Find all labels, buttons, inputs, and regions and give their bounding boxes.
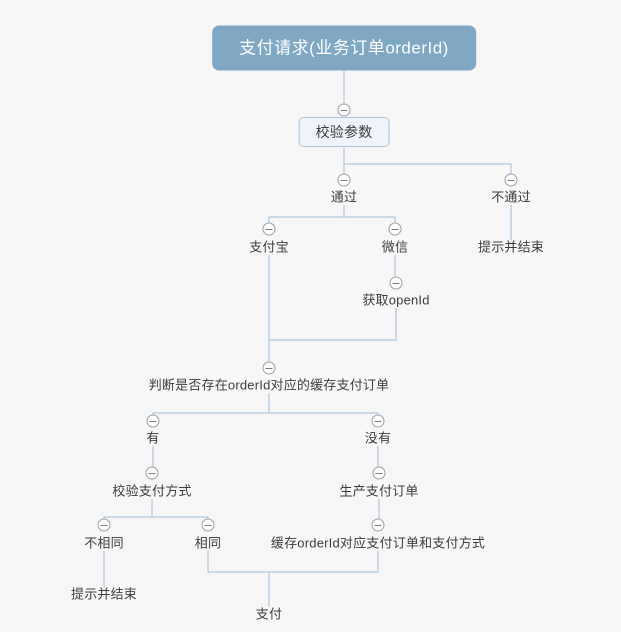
toggle-verify-pay-method-icon[interactable] xyxy=(145,466,159,480)
toggle-create-pay-order-icon[interactable] xyxy=(372,466,386,480)
toggle-same-icon[interactable] xyxy=(201,518,215,532)
node-not-same-end[interactable]: 提示并结束 xyxy=(70,586,138,602)
node-wechat[interactable]: 微信 xyxy=(381,239,409,255)
toggle-has-icon[interactable] xyxy=(146,414,160,428)
link-verify-to-same xyxy=(152,516,209,519)
node-pay[interactable]: 支付 xyxy=(255,606,283,622)
link-pass-to-channels xyxy=(268,205,345,223)
node-fail-end[interactable]: 提示并结束 xyxy=(477,239,545,255)
node-judge-cache-order[interactable]: 判断是否存在orderId对应的缓存支付订单 xyxy=(148,377,390,393)
node-not-same[interactable]: 不相同 xyxy=(84,535,124,551)
link-openid-to-judge xyxy=(268,308,397,362)
toggle-cache-order-icon[interactable] xyxy=(371,518,385,532)
link-judge-to-has-not xyxy=(269,412,379,415)
toggle-alipay-icon[interactable] xyxy=(262,222,276,236)
link-judge-to-has xyxy=(152,393,270,415)
toggle-pass-icon[interactable] xyxy=(337,173,351,187)
node-has[interactable]: 有 xyxy=(146,430,160,446)
node-create-pay-order[interactable]: 生产支付订单 xyxy=(339,483,419,499)
link-verify-to-not-same xyxy=(103,499,153,519)
node-root-payment-request[interactable]: 支付请求(业务订单orderId) xyxy=(212,25,476,71)
toggle-wechat-icon[interactable] xyxy=(388,222,402,236)
node-has-not[interactable]: 没有 xyxy=(364,430,392,446)
node-check-params[interactable]: 校验参数 xyxy=(298,117,390,147)
toggle-check-params-icon[interactable] xyxy=(337,103,351,117)
node-cache-order[interactable]: 缓存orderId对应支付订单和支付方式 xyxy=(270,535,486,551)
link-check-params-to-branch xyxy=(343,148,512,174)
link-pass-to-wechat xyxy=(344,216,396,223)
node-fail[interactable]: 不通过 xyxy=(491,189,531,205)
toggle-get-openid-icon[interactable] xyxy=(389,276,403,290)
node-alipay[interactable]: 支付宝 xyxy=(249,239,289,255)
node-pass[interactable]: 通过 xyxy=(330,189,358,205)
toggle-judge-cache-icon[interactable] xyxy=(262,361,276,375)
toggle-not-same-icon[interactable] xyxy=(97,518,111,532)
link-same-to-pay xyxy=(207,551,270,607)
node-same[interactable]: 相同 xyxy=(194,535,222,551)
node-get-openid[interactable]: 获取openId xyxy=(362,292,430,308)
toggle-has-not-icon[interactable] xyxy=(371,414,385,428)
toggle-fail-icon[interactable] xyxy=(504,173,518,187)
link-cache-to-pay xyxy=(269,551,379,573)
node-verify-pay-method[interactable]: 校验支付方式 xyxy=(112,483,192,499)
